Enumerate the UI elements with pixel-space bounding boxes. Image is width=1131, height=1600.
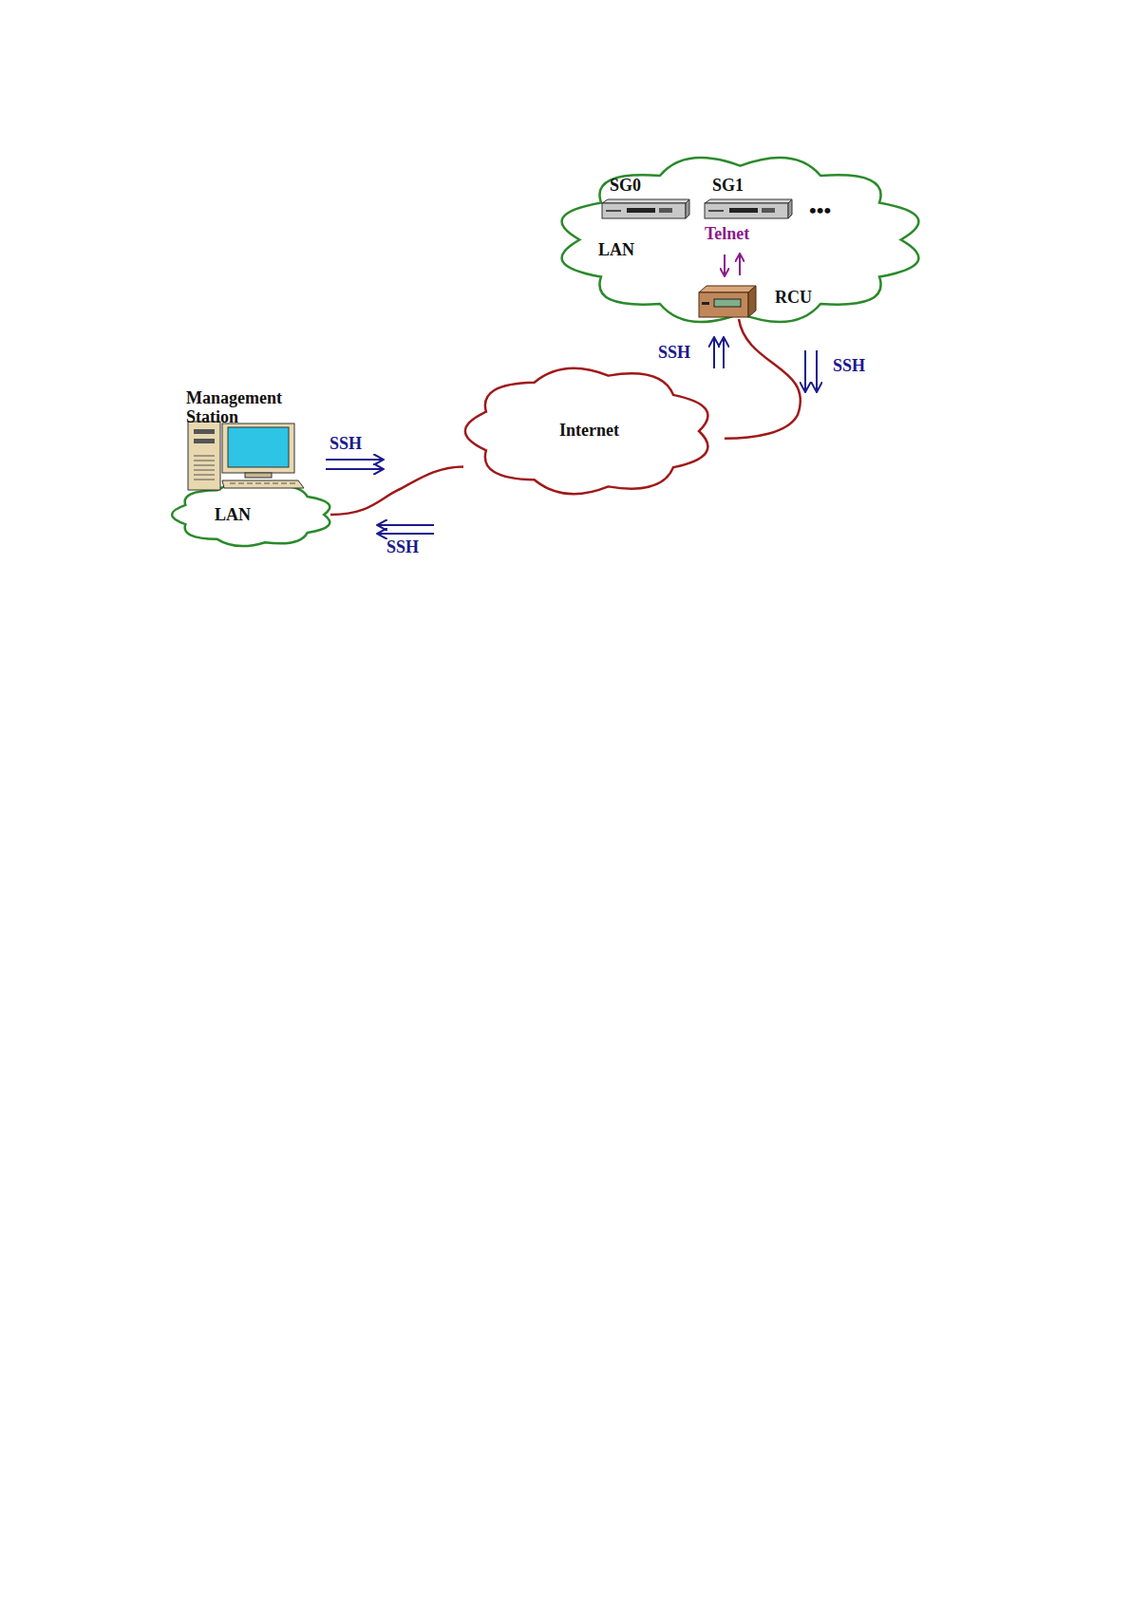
protocol-label: SSH xyxy=(658,343,691,363)
node-label: Internet xyxy=(559,421,620,441)
network-device: SG0 xyxy=(598,176,694,223)
protocol-label: SSH xyxy=(386,538,419,558)
telnet-arrows xyxy=(724,254,740,276)
node-label: SG1 xyxy=(712,176,744,196)
network-link xyxy=(724,319,801,439)
network-cloud: Internet xyxy=(452,357,727,506)
ssh-arrows xyxy=(325,338,817,534)
protocol-label: ••• xyxy=(809,199,831,223)
network-device: SG1 xyxy=(700,176,796,223)
protocol-label: SSH xyxy=(329,434,362,454)
node-label: LAN xyxy=(214,506,251,526)
node-label: Management Station xyxy=(186,389,329,428)
node-label: SG0 xyxy=(609,176,641,196)
node-label: RCU xyxy=(774,288,812,308)
workstation: Management Station xyxy=(186,389,329,492)
protocol-label: SSH xyxy=(832,357,866,377)
node-label: LAN xyxy=(598,241,635,261)
protocol-label: Telnet xyxy=(704,225,750,245)
network-device: RCU xyxy=(697,282,830,320)
network-link xyxy=(330,466,464,515)
